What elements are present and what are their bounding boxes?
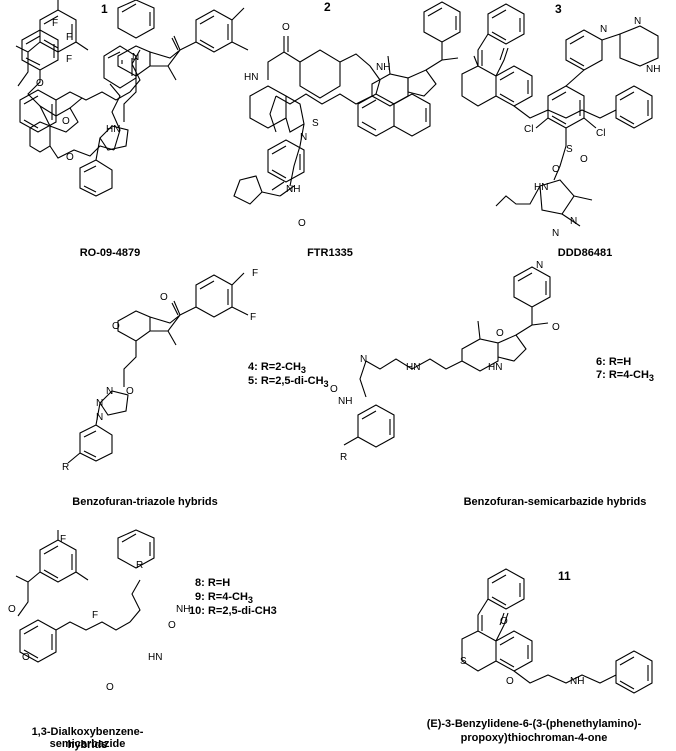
svg-text:O: O [106,682,114,693]
dab-aryl [117,0,155,39]
c11-skeleton [461,568,653,694]
svg-text:N: N [570,216,577,227]
svg-text:R: R [136,560,143,571]
svg-text:F: F [252,268,258,279]
svg-text:NH: NH [338,396,352,407]
svg-text:N: N [300,132,307,143]
svg-text:F: F [60,534,66,545]
svg-text:N: N [106,386,113,397]
bsc-aryl [267,139,305,183]
svg-text:HN: HN [534,182,548,193]
dab-skeleton [15,529,155,663]
r-group-5: 5: R=2,5-di-CH3 [248,375,329,390]
svg-text:O: O [282,22,290,33]
svg-text:O: O [298,218,306,229]
svg-text:O: O [112,321,120,332]
c3-piperazine [619,25,659,67]
bft-aryl [79,159,113,197]
svg-text:NH: NH [570,676,584,687]
bft-triazole [99,125,129,151]
svg-text:N: N [536,260,543,271]
svg-text:S: S [566,144,573,155]
c2-cyclohexane [299,49,341,99]
svg-text:S: S [312,118,319,129]
compound-11-caption-line2: propoxy)thiochroman-4-one [460,732,608,744]
dialkoxybenzene-caption-line1: 1,3-Dialkoxybenzene-semicarbazide [31,726,144,750]
svg-text:O: O [580,154,588,165]
svg-text:O: O [496,328,504,339]
r-group-7: 7: R=4-CH3 [596,369,654,384]
svg-text:NH: NH [286,184,300,195]
dab-central-ring [19,89,57,133]
svg-text:N: N [96,398,103,409]
svg-text:O: O [552,322,560,333]
dialkoxybenzene-caption-line2: hybrids [67,739,108,751]
svg-text:O: O [62,116,70,127]
svg-text:O: O [330,384,338,395]
c11-phenethyl-ring [615,85,653,129]
svg-text:HN: HN [406,362,420,373]
svg-text:O: O [22,652,30,663]
svg-text:O: O [126,386,134,397]
svg-text:NH: NH [176,604,190,615]
compound-11-caption-line1: (E)-3-Benzylidene-6-(3-(phenethylamino)- [426,718,642,730]
svg-text:O: O [552,164,560,175]
svg-text:F: F [92,610,98,621]
svg-text:O: O [66,152,74,163]
benzofuran-semicarbazide-caption: Benzofuran-semicarbazide hybrids [463,496,647,508]
svg-text:S: S [460,656,467,667]
r-group-4: 4: R=2-CH3 [248,361,306,376]
svg-text:F: F [250,312,256,323]
r-group-9: 9: R=4-CH3 [195,591,253,606]
compound-2-number: 2 [324,0,331,14]
svg-text:O: O [160,292,168,303]
c3-pyridine [565,29,603,71]
r-group-10: 10: R=2,5-di-CH3 [189,605,277,617]
svg-text:O: O [8,604,16,615]
svg-text:R: R [340,452,347,463]
svg-text:F: F [52,18,58,29]
compound-1-name: RO-09-4879 [79,247,141,259]
svg-text:F: F [66,32,72,43]
c3-pyrazole [539,179,575,215]
svg-text:N: N [634,16,641,27]
bsc-skeleton [343,266,551,448]
svg-text:NH: NH [646,64,660,75]
svg-text:HN: HN [488,362,502,373]
svg-text:O: O [506,676,514,687]
svg-text:O: O [168,620,176,631]
svg-text:N: N [96,412,103,423]
svg-text:N: N [600,24,607,35]
svg-text:HN: HN [244,72,258,83]
svg-text:HN: HN [106,124,120,135]
svg-text:N: N [360,354,367,365]
bft-skeleton [67,272,249,464]
r-group-8: 8: R=H [195,577,231,589]
svg-text:R: R [62,462,69,473]
compound-3-name: DDD86481 [557,247,613,259]
bsc-pyridine [423,1,461,43]
compound-3-number: 3 [555,2,562,16]
svg-text:O: O [500,616,508,627]
svg-text:F: F [66,54,72,65]
compound-2-name: FTR1335 [307,247,353,259]
svg-text:N: N [132,52,139,63]
svg-text:HN: HN [148,652,162,663]
svg-text:Cl: Cl [596,128,605,139]
svg-text:NH: NH [376,62,390,73]
benzofuran-triazole-caption: Benzofuran-triazole hybrids [72,496,218,508]
c2-cyclopentane [233,175,263,205]
compound-1-number: 1 [101,2,108,16]
svg-text:O: O [36,78,44,89]
svg-text:Cl: Cl [524,124,533,135]
svg-text:N: N [552,228,559,239]
r-group-6: 6: R=H [596,356,632,368]
compound-11-number: 11 [558,569,571,583]
